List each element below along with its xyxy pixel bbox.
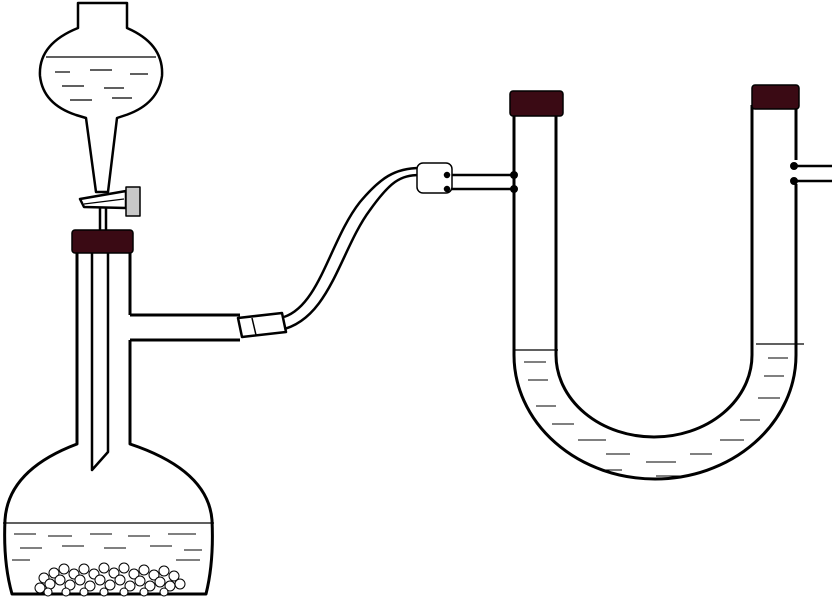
rubber-tube-inner <box>283 166 421 319</box>
u-tube <box>509 84 832 481</box>
u-tube-right-stopper <box>751 84 800 110</box>
flask-granules <box>34 562 186 597</box>
flask-body <box>3 252 214 596</box>
flask-liquid-lines <box>12 533 202 561</box>
separatory-funnel <box>38 1 164 232</box>
funnel-body <box>38 1 164 194</box>
round-bottom-flask <box>3 229 240 597</box>
rubber-tube-outer <box>279 173 421 332</box>
lower-connector <box>236 311 288 339</box>
stopcock-handle <box>125 186 141 217</box>
thistle-tube <box>90 252 110 472</box>
u-tube-left-stopper <box>509 90 564 117</box>
funnel-liquid-lines <box>46 56 156 101</box>
upper-connector <box>416 162 453 194</box>
flask-stopper <box>71 229 134 254</box>
u-tube-outlet <box>796 164 832 183</box>
stopcock <box>78 186 141 217</box>
u-tube-inner <box>554 105 754 439</box>
connecting-tubing <box>236 162 514 339</box>
u-tube-liquid-lines <box>524 357 788 477</box>
side-arm-tube <box>130 313 240 342</box>
u-tube-body <box>512 105 798 481</box>
